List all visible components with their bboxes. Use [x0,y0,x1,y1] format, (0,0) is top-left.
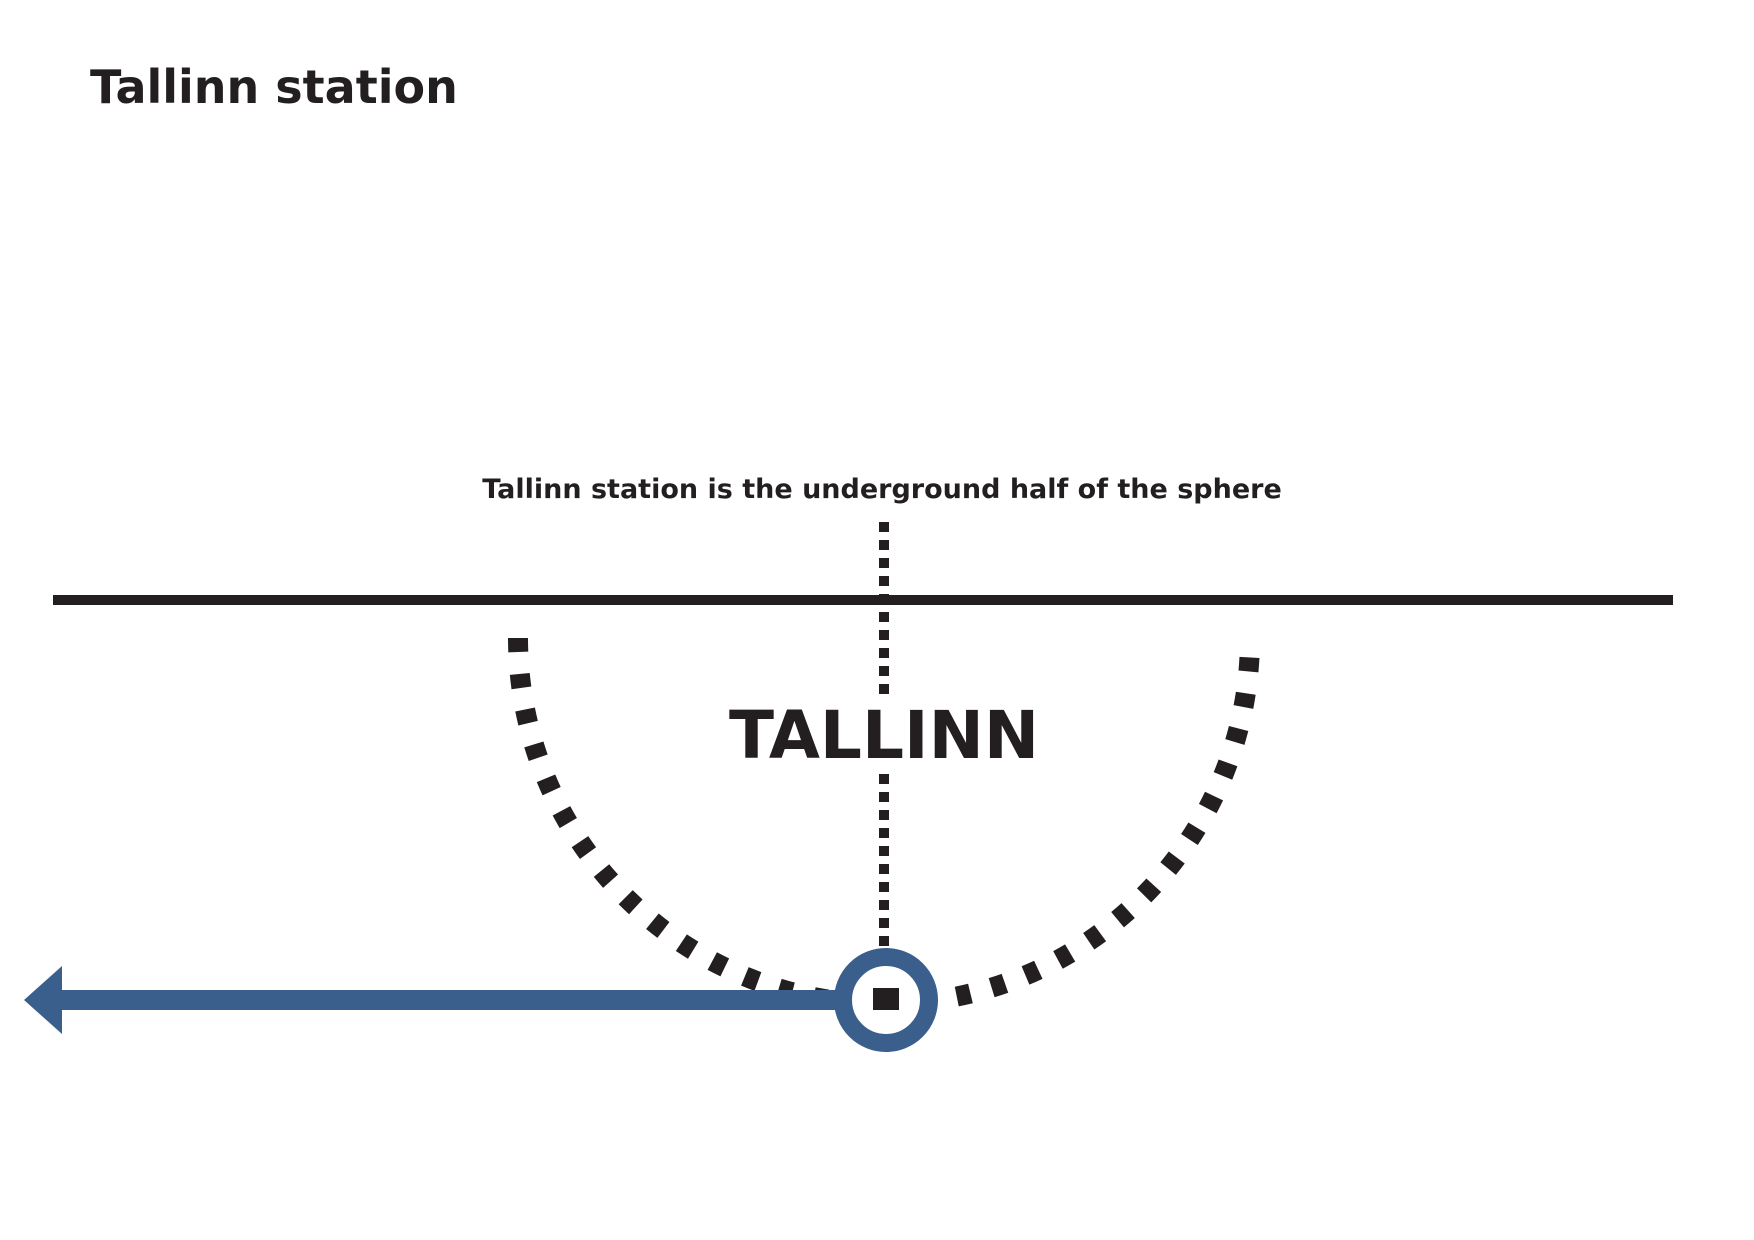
station-label: TALLINN [729,697,1039,774]
route-arrow-left-icon [24,966,62,1034]
station-label-backdrop [748,700,1020,768]
diagram-caption: Tallinn station is the underground half … [482,474,1282,505]
page-title: Tallinn station [90,60,458,114]
station-center-mark [873,988,899,1010]
underground-half-sphere [508,637,1260,1014]
